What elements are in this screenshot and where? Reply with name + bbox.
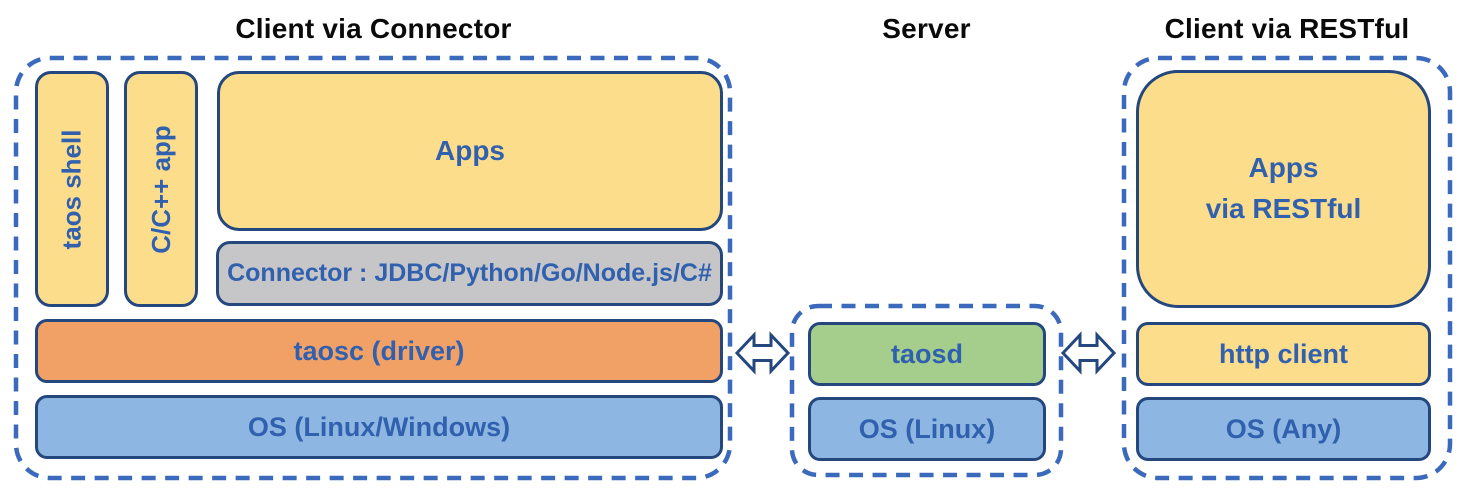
taos-shell-box: taos shell [35, 71, 109, 307]
os-any-box: OS (Any) [1136, 397, 1431, 461]
client-restful-title: Client via RESTful [1164, 13, 1410, 44]
apps-box: Apps [217, 71, 723, 231]
cpp-app-label: C/C++ app [145, 124, 176, 254]
connector-box: Connector : JDBC/Python/Go/Node.js/C# [216, 241, 723, 306]
taos-shell-label: taos shell [56, 129, 87, 249]
http-client-box: http client [1136, 322, 1431, 386]
server-group-outline [789, 303, 1064, 478]
cpp-app-box: C/C++ app [124, 71, 198, 307]
client-connector-title: Client via Connector [235, 13, 512, 44]
taosc-driver-box: taosc (driver) [35, 319, 723, 383]
client-connector-group-outline [13, 55, 733, 481]
server-title: Server [882, 13, 971, 44]
apps-via-restful-box: Apps via RESTful [1136, 70, 1431, 308]
taosd-box: taosd [808, 322, 1046, 386]
os-linux-box: OS (Linux) [808, 397, 1046, 461]
bidirectional-arrow-icon [1061, 331, 1116, 375]
client-restful-group-outline [1121, 55, 1453, 481]
bidirectional-arrow-icon [735, 331, 790, 375]
os-linux-windows-box: OS (Linux/Windows) [35, 395, 723, 459]
